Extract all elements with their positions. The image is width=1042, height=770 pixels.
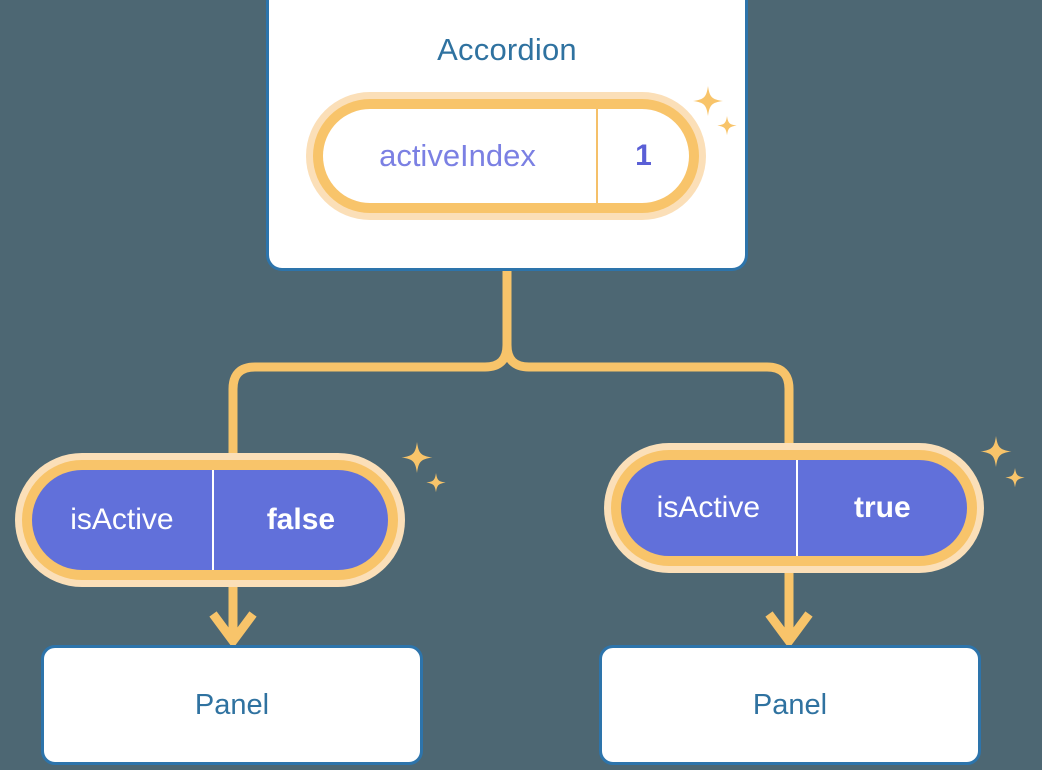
pill-body: isActive false <box>32 470 388 570</box>
state-key-label: isActive <box>656 491 761 524</box>
pill-body: isActive true <box>621 460 967 556</box>
state-pill-is-active-false[interactable]: isActive false <box>15 453 405 587</box>
accordion-title: Accordion <box>437 32 577 67</box>
panel-title: Panel <box>752 688 828 721</box>
state-value-label: 1 <box>596 109 689 203</box>
arrowhead-left <box>209 611 257 649</box>
state-key-label: isActive <box>70 503 174 536</box>
sparkle-icon <box>980 436 1025 488</box>
panel-card-right[interactable]: Panel <box>599 645 981 765</box>
sparkle-icon <box>401 442 446 493</box>
panel-card-left[interactable]: Panel <box>41 645 423 765</box>
state-key-label: activeIndex <box>379 138 536 173</box>
wire-root-to-right <box>502 266 794 452</box>
state-value-label: true <box>795 460 967 556</box>
state-value-label: false <box>211 470 388 570</box>
state-pill-active-index[interactable]: activeIndex 1 <box>306 92 706 220</box>
state-pill-is-active-true[interactable]: isActive true <box>604 443 984 573</box>
panel-title: Panel <box>194 688 270 721</box>
arrowhead-right <box>765 611 813 649</box>
pill-body: activeIndex 1 <box>323 109 689 203</box>
wire-root-to-left <box>228 266 512 460</box>
